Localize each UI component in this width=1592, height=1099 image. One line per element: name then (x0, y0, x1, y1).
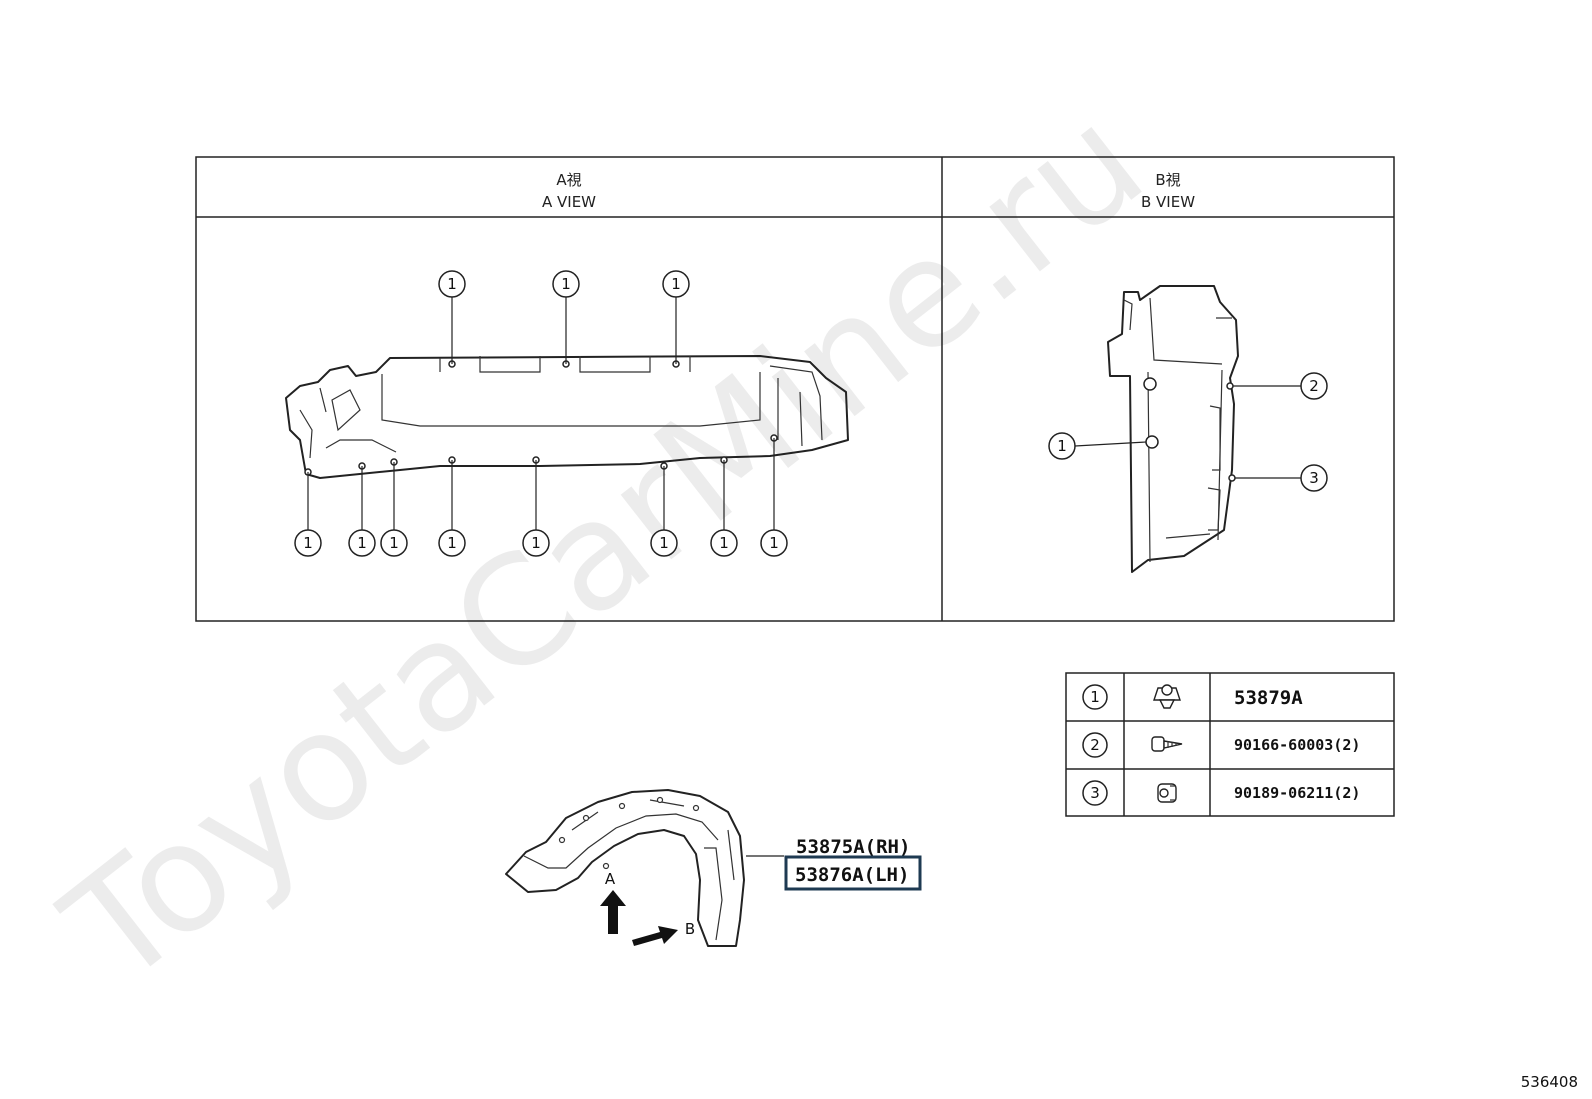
callout-3: 3 (1235, 464, 1328, 492)
a-view-title-jp: A視 (556, 171, 581, 189)
callout-number: 1 (389, 534, 399, 552)
nut-icon (1157, 783, 1177, 803)
callout-number: 1 (769, 534, 779, 552)
callout-number: 1 (303, 534, 313, 552)
clip-icon (1153, 684, 1181, 709)
callout-number: 2 (1309, 377, 1319, 395)
callout-2: 2 (1233, 372, 1328, 400)
callout-number: 1 (659, 534, 669, 552)
callout-number: 1 (531, 534, 541, 552)
views-frame (195, 156, 1395, 622)
fastener-legend-table: 1 53879A 2 90166-60003(2) 3 (1065, 672, 1395, 817)
callout-1: 1 (380, 462, 408, 557)
callout-number: 1 (719, 534, 729, 552)
legend-marker: 2 (1090, 736, 1100, 754)
callout-1: 1 (650, 466, 678, 557)
legend-marker: 1 (1090, 688, 1100, 706)
b-view-liner-drawing (1107, 285, 1239, 573)
part-number-lh: 53876A(LH) (795, 864, 909, 886)
callout-1: 1 (294, 472, 322, 557)
callout-number: 1 (1057, 437, 1067, 455)
legend-row-1: 1 53879A (1082, 684, 1303, 710)
callout-number: 1 (447, 275, 457, 293)
callout-1: 1 (438, 270, 466, 364)
callout-number: 1 (671, 275, 681, 293)
part-number-rh: 53875A(RH) (796, 836, 910, 858)
callout-number: 1 (357, 534, 367, 552)
b-view-title-jp: B視 (1155, 171, 1180, 189)
callout-number: 3 (1309, 469, 1319, 487)
callout-1: 1 (662, 270, 690, 364)
callout-1: 1 (552, 270, 580, 364)
view-b-arrow: B (632, 920, 695, 946)
a-view-title-en: A VIEW (542, 193, 596, 211)
callout-1: 1 (522, 460, 550, 557)
view-b-arrow-label: B (685, 920, 695, 938)
callout-number: 1 (447, 534, 457, 552)
view-a-arrow: A (600, 870, 626, 934)
screw-icon (1151, 736, 1183, 752)
callout-1: 1 (760, 438, 788, 557)
legend-row-3: 3 90189-06211(2) (1082, 780, 1360, 806)
legend-marker: 3 (1090, 784, 1100, 802)
callout-number: 1 (561, 275, 571, 293)
b-view-callouts: 1 2 3 (1048, 372, 1328, 492)
legend-part-number: 90166-60003(2) (1234, 736, 1360, 754)
callout-1: 1 (438, 460, 466, 557)
legend-part-number: 90189-06211(2) (1234, 784, 1360, 802)
highlight-box (784, 855, 922, 891)
legend-part-number: 53879A (1234, 687, 1303, 709)
diagram-id: 536408 (1520, 1073, 1578, 1091)
a-view-callouts: 1 1 1 1 1 1 1 1 1 1 1 (294, 270, 788, 557)
callout-1: 1 (1048, 432, 1147, 460)
legend-row-2: 2 90166-60003(2) (1082, 732, 1360, 758)
fender-liner-isometric (505, 789, 784, 947)
callout-1: 1 (710, 460, 738, 557)
view-a-arrow-label: A (605, 870, 616, 888)
b-view-title-en: B VIEW (1141, 193, 1195, 211)
callout-1: 1 (348, 466, 376, 557)
